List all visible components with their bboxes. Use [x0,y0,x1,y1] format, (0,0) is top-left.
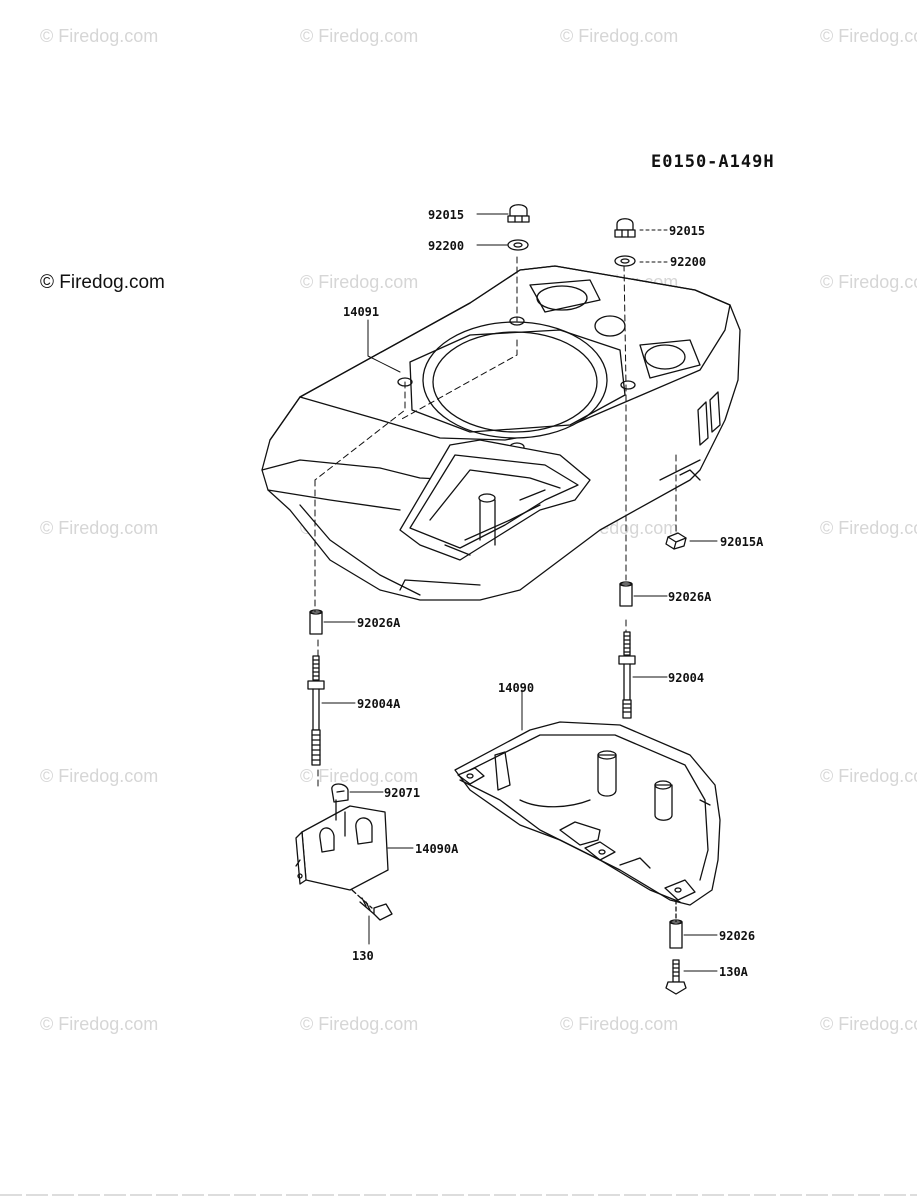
watermark-main: © Firedog.com [40,272,165,293]
watermark: © Firedog.com [820,1014,917,1034]
watermark: © Firedog.com [820,766,917,786]
stud-92004A [307,655,325,766]
part-label: 92071 [384,786,420,800]
washer-92200-right [614,255,636,267]
part-label: 14091 [343,305,379,319]
watermark: © Firedog.com [300,272,419,292]
clip-92071 [331,783,349,803]
watermark: © Firedog.com [820,518,917,538]
part-label: 130A [719,965,749,979]
part-label: 92004A [357,697,401,711]
spacer-92026A-right [619,581,633,607]
part-label: 92200 [670,255,706,269]
stud-92004 [618,631,636,719]
diagram-code: E0150-A149H [651,152,775,172]
watermark: © Firedog.com [40,1014,159,1034]
cooling-cover-lower [454,721,721,906]
washer-92200-left [507,239,529,251]
spacer-92026A-left [309,609,323,635]
bottom-border [0,1194,917,1196]
nut-92015A [665,532,687,550]
watermark: © Firedog.com [560,1014,679,1034]
part-label: 92026 [719,929,755,943]
part-label: 92015 [428,208,464,222]
part-label: 92200 [428,239,464,253]
watermark: © Firedog.com [820,26,917,46]
part-label: 92026A [668,590,712,604]
part-label: 92015 [669,224,705,238]
watermark: © Firedog.com [40,26,159,46]
watermark: © Firedog.com [40,518,159,538]
bracket-plate-14090A [295,799,389,891]
watermark: © Firedog.com [40,766,159,786]
part-label: 130 [352,949,374,963]
part-label: 92004 [668,671,704,685]
part-label: 92015A [720,535,764,549]
part-label: 14090 [498,681,534,695]
part-label: 14090A [415,842,459,856]
watermark: © Firedog.com [560,26,679,46]
nut-92015-right [614,218,636,238]
cooling-cover-upper [261,265,741,601]
part-label: 92026A [357,616,401,630]
watermark: © Firedog.com [300,766,419,786]
nut-92015-left [507,204,530,223]
watermark: © Firedog.com [300,1014,419,1034]
watermark: © Firedog.com [300,26,419,46]
bolt-130 [351,889,393,921]
watermark: © Firedog.com [820,272,917,292]
spacer-92026 [669,899,683,949]
bolt-130A [665,959,687,995]
